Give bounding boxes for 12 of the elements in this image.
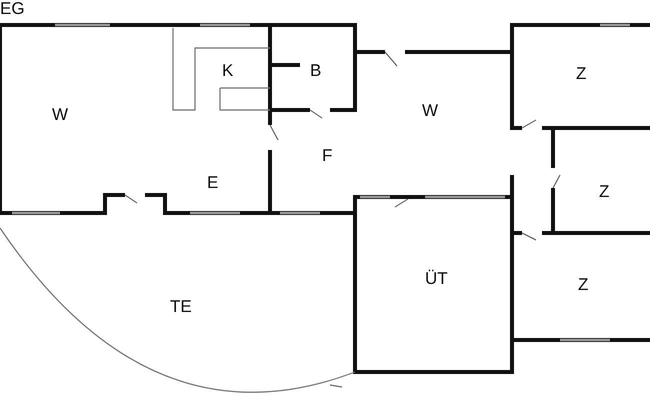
room-label: K — [222, 62, 234, 79]
room-label: F — [322, 147, 332, 164]
room-label: ÜT — [425, 270, 448, 287]
room-label: Z — [576, 65, 586, 82]
room-label: W — [422, 102, 438, 119]
room-label: B — [310, 62, 322, 79]
room-label: TE — [170, 298, 192, 315]
floor-label: EG — [0, 0, 25, 17]
room-label: E — [207, 174, 218, 191]
room-label: Z — [578, 276, 588, 293]
room-label: W — [52, 106, 68, 123]
room-label: Z — [599, 183, 610, 200]
